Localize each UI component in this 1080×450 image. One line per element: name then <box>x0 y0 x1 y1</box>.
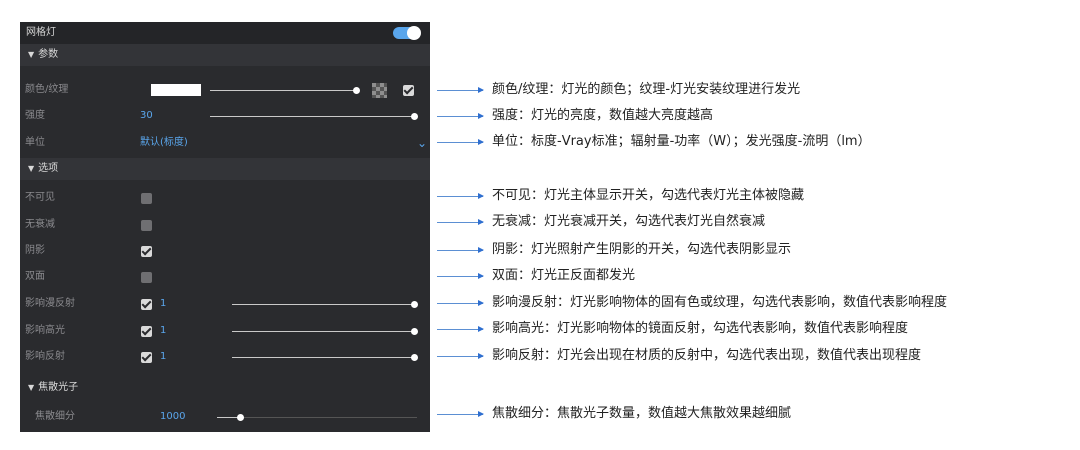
panel-header: 网格灯 <box>20 22 430 44</box>
texture-map-icon[interactable] <box>372 83 387 98</box>
panel-title: 网格灯 <box>26 27 56 38</box>
affect-reflection-slider-track[interactable] <box>232 357 417 358</box>
color-texture-label: 颜色/纹理 <box>25 84 69 95</box>
section-params-title: 参数 <box>38 49 59 60</box>
affect-reflection-checkbox[interactable] <box>141 352 152 363</box>
shadow-checkbox[interactable] <box>141 246 152 257</box>
light-enable-toggle[interactable] <box>393 26 421 40</box>
affect-diffuse-label: 影响漫反射 <box>25 298 75 309</box>
no-decay-checkbox[interactable] <box>141 220 152 231</box>
section-params-label: ▼参数 <box>28 44 58 66</box>
texture-checkbox[interactable] <box>403 85 414 96</box>
section-caustics-header[interactable]: ▼焦散光子 <box>20 377 430 399</box>
double-sided-checkbox[interactable] <box>141 272 152 283</box>
affect-specular-label: 影响高光 <box>25 325 65 336</box>
annotation-invisible: 不可见：灯光主体显示开关，勾选代表灯光主体被隐藏 <box>492 188 805 203</box>
chevron-down-icon[interactable]: ⌄ <box>417 136 428 150</box>
intensity-slider-knob[interactable] <box>411 113 418 120</box>
affect-diffuse-slider-track[interactable] <box>232 304 417 305</box>
annotation-double-sided: 双面：灯光正反面都发光 <box>492 268 636 283</box>
annotation-intensity: 强度：灯光的亮度，数值越大亮度越高 <box>492 108 714 123</box>
intensity-value[interactable]: 30 <box>140 110 153 121</box>
invisible-label: 不可见 <box>25 192 55 203</box>
callout-arrow <box>437 353 484 359</box>
callout-arrow <box>437 87 484 93</box>
affect-diffuse-slider-knob[interactable] <box>411 301 418 308</box>
caustic-slider-knob[interactable] <box>237 414 244 421</box>
intensity-label: 强度 <box>25 110 45 121</box>
callout-arrow <box>437 113 484 119</box>
annotation-affect-diffuse: 影响漫反射：灯光影响物体的固有色或纹理，勾选代表影响，数值代表影响程度 <box>492 295 948 310</box>
collapse-triangle-icon: ▼ <box>28 50 35 59</box>
section-options-header[interactable]: ▼选项 <box>20 158 430 180</box>
color-slider-knob[interactable] <box>353 87 360 94</box>
section-caustics-label: ▼焦散光子 <box>28 377 78 399</box>
section-caustics-title: 焦散光子 <box>38 382 79 393</box>
affect-diffuse-checkbox[interactable] <box>141 299 152 310</box>
annotation-shadow: 阴影：灯光照射产生阴影的开关，勾选代表阴影显示 <box>492 242 792 257</box>
callout-arrow <box>437 273 484 279</box>
color-swatch[interactable] <box>151 84 201 96</box>
affect-reflection-label: 影响反射 <box>25 351 65 362</box>
callout-arrow <box>437 193 484 199</box>
annotation-color-texture: 颜色/纹理：灯光的颜色；纹理-灯光安装纹理进行发光 <box>492 82 801 97</box>
affect-reflection-slider-knob[interactable] <box>411 354 418 361</box>
affect-specular-value[interactable]: 1 <box>160 325 167 336</box>
affect-specular-checkbox[interactable] <box>141 326 152 337</box>
callout-arrow <box>437 326 484 332</box>
caustic-slider-fill <box>217 417 239 418</box>
collapse-triangle-icon: ▼ <box>28 383 35 392</box>
intensity-slider-track[interactable] <box>210 116 417 117</box>
callout-arrow <box>437 247 484 253</box>
no-decay-label: 无衰减 <box>25 219 55 230</box>
toggle-knob <box>407 26 421 40</box>
annotation-caustic-subdivs: 焦散细分：焦散光子数量，数值越大焦散效果越细腻 <box>492 406 792 421</box>
affect-specular-slider-track[interactable] <box>232 331 417 332</box>
section-params-header[interactable]: ▼参数 <box>20 44 430 66</box>
affect-specular-slider-knob[interactable] <box>411 328 418 335</box>
callout-arrow <box>437 300 484 306</box>
callout-arrow <box>437 139 484 145</box>
double-sided-label: 双面 <box>25 271 45 282</box>
section-options-label: ▼选项 <box>28 158 58 180</box>
annotation-affect-reflection: 影响反射：灯光会出现在材质的反射中，勾选代表出现，数值代表出现程度 <box>492 348 922 363</box>
unit-select-value[interactable]: 默认(标度) <box>140 137 188 148</box>
invisible-checkbox[interactable] <box>141 193 152 204</box>
caustic-slider-track[interactable] <box>217 417 417 418</box>
collapse-triangle-icon: ▼ <box>28 164 35 173</box>
affect-reflection-value[interactable]: 1 <box>160 351 167 362</box>
callout-arrow <box>437 219 484 225</box>
annotation-unit: 单位：标度-Vray标准；辐射量-功率（W）；发光强度-流明（lm） <box>492 134 871 149</box>
section-options-title: 选项 <box>38 163 59 174</box>
unit-label: 单位 <box>25 137 45 148</box>
color-slider-track[interactable] <box>210 90 355 91</box>
caustic-subdivs-label: 焦散细分 <box>35 411 75 422</box>
caustic-subdivs-value[interactable]: 1000 <box>160 411 186 422</box>
light-properties-panel: 网格灯 ▼参数 颜色/纹理 强度 30 单位 默认(标度) ⌄ ▼选项 不可见 … <box>20 22 430 432</box>
annotation-affect-specular: 影响高光：灯光影响物体的镜面反射，勾选代表影响，数值代表影响程度 <box>492 321 909 336</box>
affect-diffuse-value[interactable]: 1 <box>160 298 167 309</box>
annotation-no-decay: 无衰减：灯光衰减开关，勾选代表灯光自然衰减 <box>492 214 766 229</box>
callout-arrow <box>437 411 484 417</box>
shadow-label: 阴影 <box>25 245 45 256</box>
